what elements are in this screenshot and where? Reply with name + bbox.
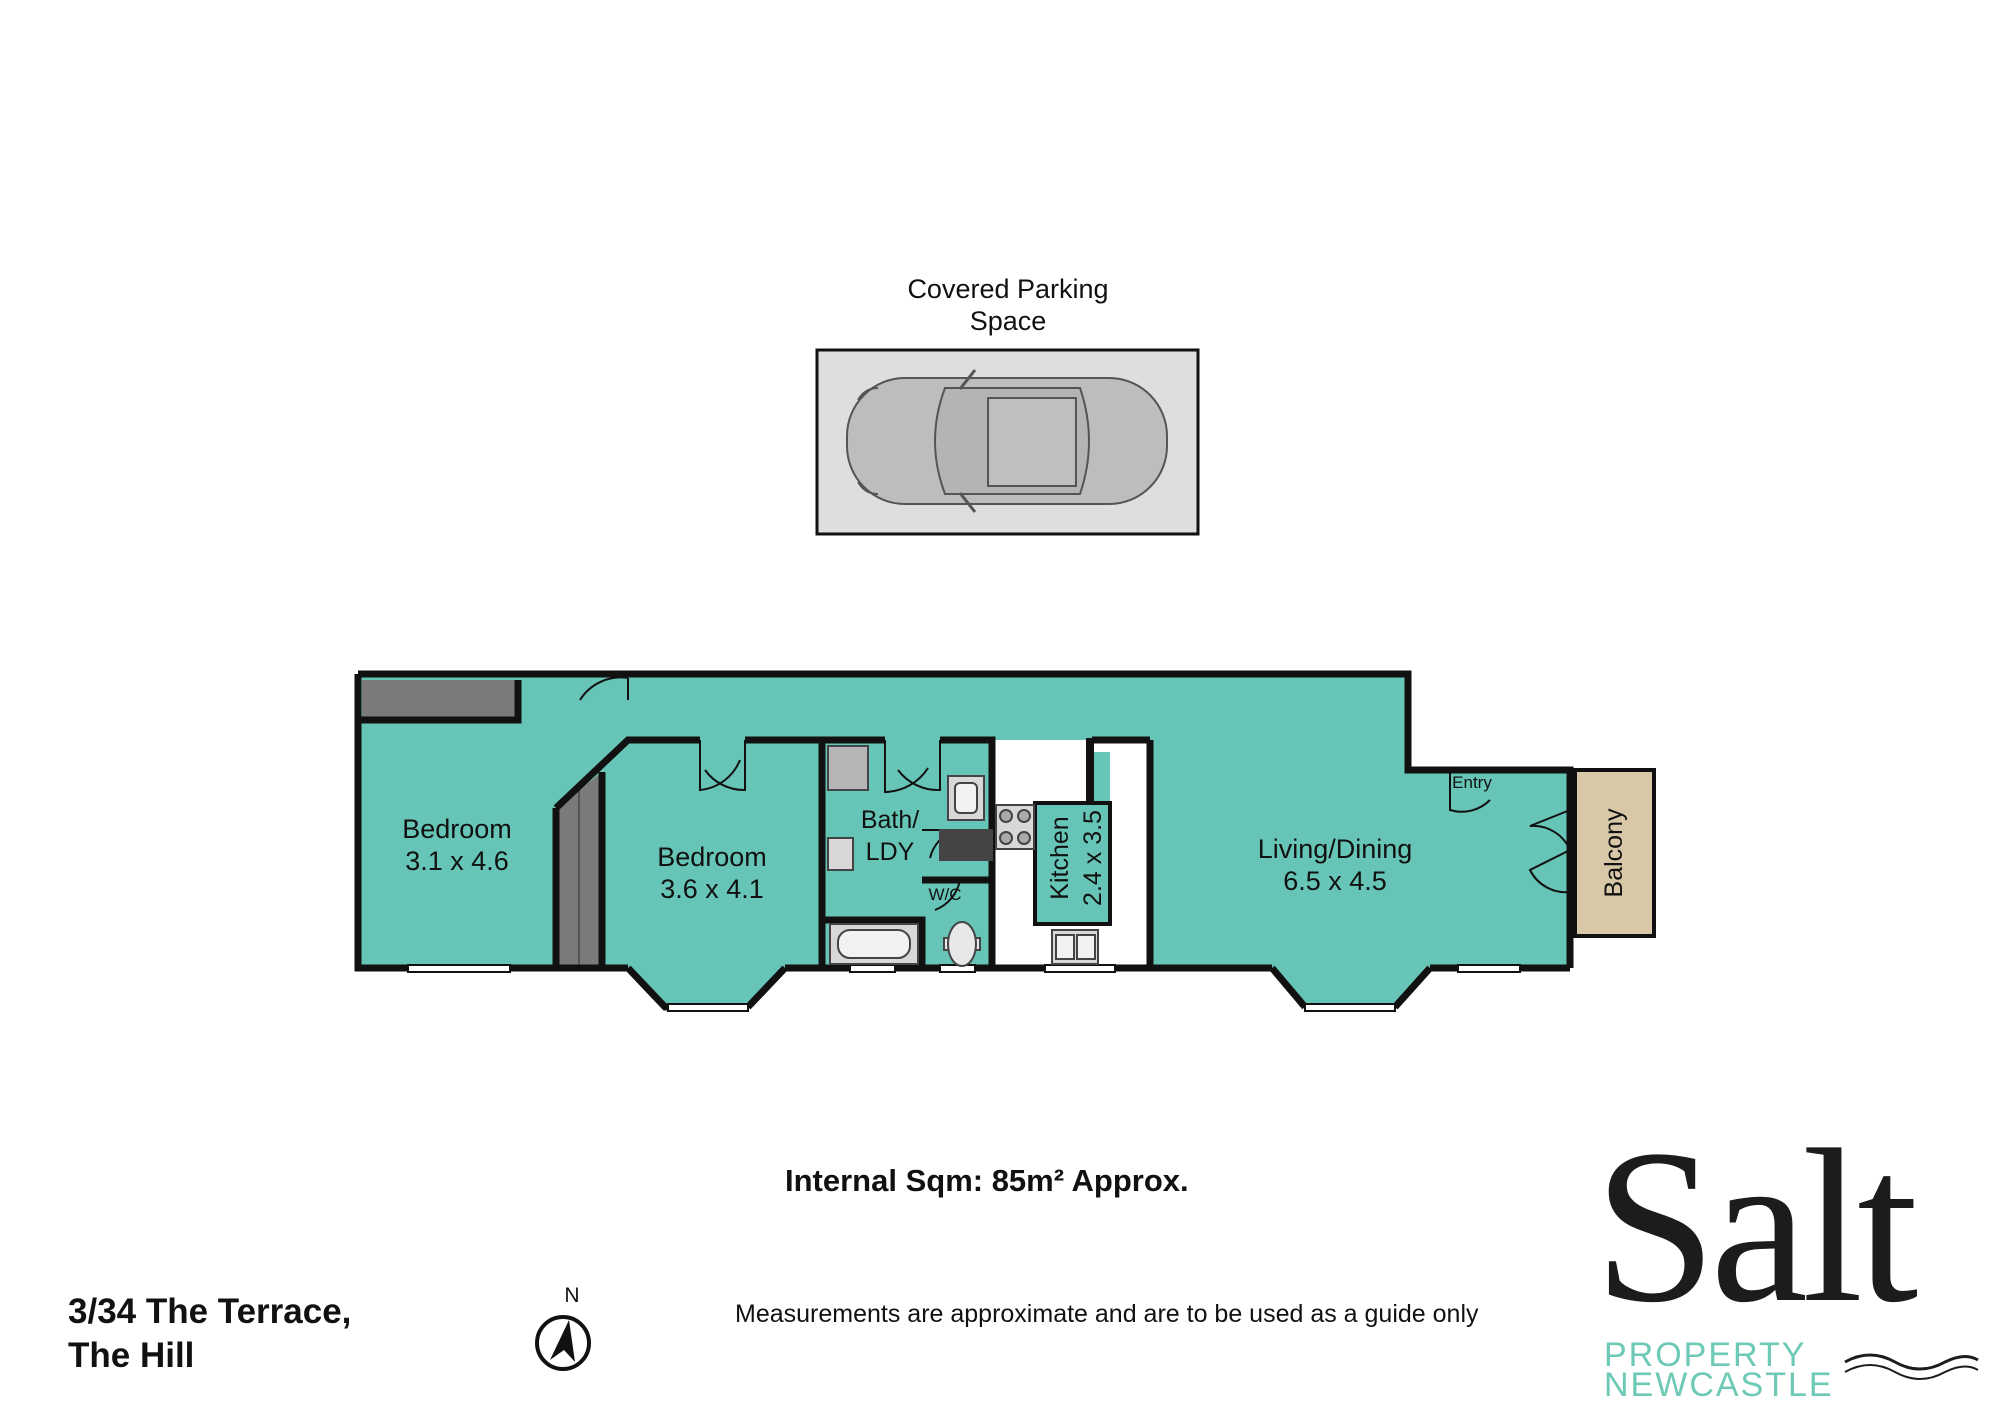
parking-label-line1: Covered Parking	[907, 274, 1108, 304]
bath-label-line1: Bath/	[861, 806, 919, 834]
living-dims: 6.5 x 4.5	[1283, 866, 1387, 896]
internal-area: Internal Sqm: 85m² Approx.	[785, 1163, 1189, 1198]
logo-wave-icon	[1844, 1353, 1979, 1371]
logo-line2: NEWCASTLE	[1604, 1366, 1834, 1404]
bedroom2-name: Bedroom	[657, 842, 767, 872]
disclaimer: Measurements are approximate and are to …	[735, 1300, 1479, 1328]
kitchen-dims: 2.4 x 3.5	[1079, 810, 1107, 906]
windows	[407, 964, 1521, 1012]
car-icon	[846, 369, 1168, 513]
logo-line1: PROPERTY	[1604, 1336, 1806, 1374]
kitchen-fixtures	[995, 804, 1099, 965]
north-compass: N	[535, 1284, 591, 1371]
bedroom2-dims: 3.6 x 4.1	[660, 874, 764, 904]
address-line2: The Hill	[68, 1336, 195, 1375]
address-line1: 3/34 The Terrace,	[68, 1292, 352, 1331]
wardrobe-1	[362, 680, 518, 720]
walls	[354, 670, 1574, 1011]
compass-label: N	[564, 1284, 579, 1307]
bedroom1-dims: 3.1 x 4.6	[405, 846, 509, 876]
bathroom-fixtures	[827, 745, 993, 967]
wc-label: W/C	[928, 885, 961, 904]
logo-word: Salt	[1594, 1104, 1917, 1348]
balcony	[1573, 768, 1656, 938]
entry-label: Entry	[1452, 773, 1492, 792]
north-arrow-icon	[550, 1320, 575, 1362]
kitchen-name: Kitchen	[1046, 816, 1074, 899]
balcony-label: Balcony	[1600, 808, 1628, 897]
parking-label-line2: Space	[970, 306, 1047, 336]
salt-logo: Salt PROPERTY NEWCASTLE	[1594, 1104, 1979, 1404]
bath-label-line2: LDY	[866, 838, 915, 866]
bedroom1-name: Bedroom	[402, 814, 512, 844]
property-address: 3/34 The Terrace, The Hill	[68, 1290, 351, 1378]
living-name: Living/Dining	[1258, 834, 1413, 864]
